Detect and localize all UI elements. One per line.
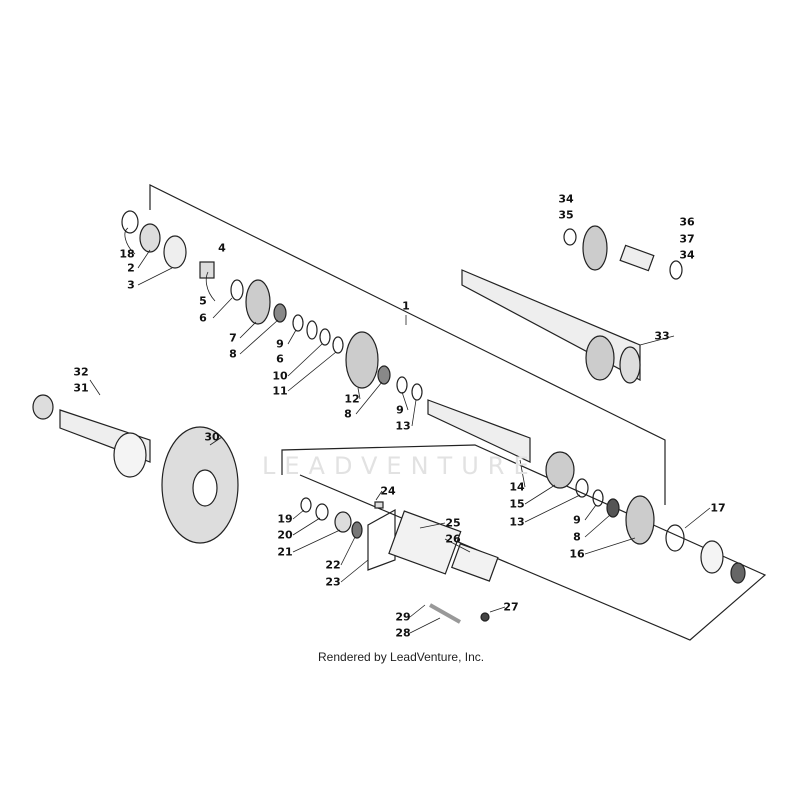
hub-15 (545, 451, 575, 489)
callout-label: 4 (218, 241, 226, 255)
callout-label: 8 (344, 407, 352, 421)
gear-16 (625, 495, 655, 545)
callout-label: 21 (277, 545, 293, 559)
plug-27 (480, 612, 490, 622)
washer-34b (669, 260, 683, 280)
callout-label: 2 (127, 261, 135, 275)
seal-22 (351, 521, 363, 539)
callout-label: 15 (509, 497, 525, 511)
callout-label: 22 (325, 558, 341, 572)
washer-6 (230, 279, 244, 301)
callout-label: 8 (573, 530, 581, 544)
callout-label: 14 (509, 480, 525, 494)
pin-24 (374, 501, 384, 509)
callout-label: 6 (199, 311, 207, 325)
gear-30-hub (192, 469, 218, 507)
washer-20 (315, 503, 329, 521)
lock-10 (319, 328, 331, 346)
callout-label: 25 (445, 516, 461, 530)
bolt-28 (429, 603, 461, 624)
collar-9 (292, 314, 304, 332)
callout-label: 30 (204, 430, 220, 444)
callout-label: 33 (654, 329, 670, 343)
callout-label: 34 (558, 192, 574, 206)
callout-label: 13 (509, 515, 525, 529)
bearing-r (700, 540, 724, 574)
callout-label: 16 (569, 547, 585, 561)
callout-label: 19 (277, 512, 293, 526)
gasket-23 (367, 508, 396, 571)
callout-label: 6 (276, 352, 284, 366)
seal-32 (32, 394, 54, 420)
callout-label: 9 (396, 403, 404, 417)
impeller-21 (334, 511, 352, 533)
callout-label: 29 (395, 610, 411, 624)
shaft-14 (427, 399, 531, 463)
callout-label: 26 (445, 532, 461, 546)
render-credit: Rendered by LeadVenture, Inc. (318, 650, 485, 664)
gear-2 (139, 223, 161, 253)
washer-17 (665, 524, 685, 552)
callout-label: 1 (402, 299, 410, 313)
callout-label: 17 (710, 501, 726, 515)
elbow-26 (450, 543, 499, 582)
callout-label: 8 (229, 347, 237, 361)
watermark: LEADVENTURE (262, 452, 538, 480)
callout-label: 7 (229, 331, 237, 345)
bearing-8 (273, 303, 287, 323)
washer-6b (306, 320, 318, 340)
clip-19 (300, 497, 312, 513)
seal-r (730, 562, 746, 584)
washer-13 (411, 383, 423, 401)
callout-label: 3 (127, 278, 135, 292)
callout-label: 35 (558, 208, 574, 222)
housing-25 (388, 510, 462, 575)
washer-18 (121, 210, 139, 234)
callout-label: 36 (679, 215, 695, 229)
sleeve-37 (619, 244, 655, 272)
callout-label: 18 (119, 247, 135, 261)
callout-label: 5 (199, 294, 207, 308)
callout-label: 11 (272, 384, 288, 398)
gear-35 (582, 225, 608, 271)
hub-3 (163, 235, 187, 269)
washer-11 (332, 336, 344, 354)
collar-9b (396, 376, 408, 394)
washer-13b (575, 478, 589, 498)
bearing-8c (606, 498, 620, 518)
callout-label: 20 (277, 528, 293, 542)
callout-label: 12 (344, 392, 360, 406)
callout-label: 13 (395, 419, 411, 433)
callout-label: 28 (395, 626, 411, 640)
gear-7 (245, 279, 271, 325)
callout-label: 32 (73, 365, 89, 379)
callout-label: 37 (679, 232, 695, 246)
collar-9c (592, 489, 604, 507)
callout-label: 10 (272, 369, 288, 383)
bearing-5 (199, 261, 215, 279)
callout-label: 9 (573, 513, 581, 527)
washer-34 (563, 228, 577, 246)
callout-label: 23 (325, 575, 341, 589)
assembly-1-bracket (149, 184, 666, 505)
assembly-bracket-lower (281, 444, 767, 641)
callout-label: 24 (380, 484, 396, 498)
callout-label: 34 (679, 248, 695, 262)
callout-label: 31 (73, 381, 89, 395)
gear-33-teeth (585, 335, 615, 381)
bearing-8b (377, 365, 391, 385)
callout-label: 9 (276, 337, 284, 351)
gear-12 (345, 331, 379, 389)
callout-label: 27 (503, 600, 519, 614)
gear-33-end (619, 346, 641, 384)
bearing (113, 432, 147, 478)
